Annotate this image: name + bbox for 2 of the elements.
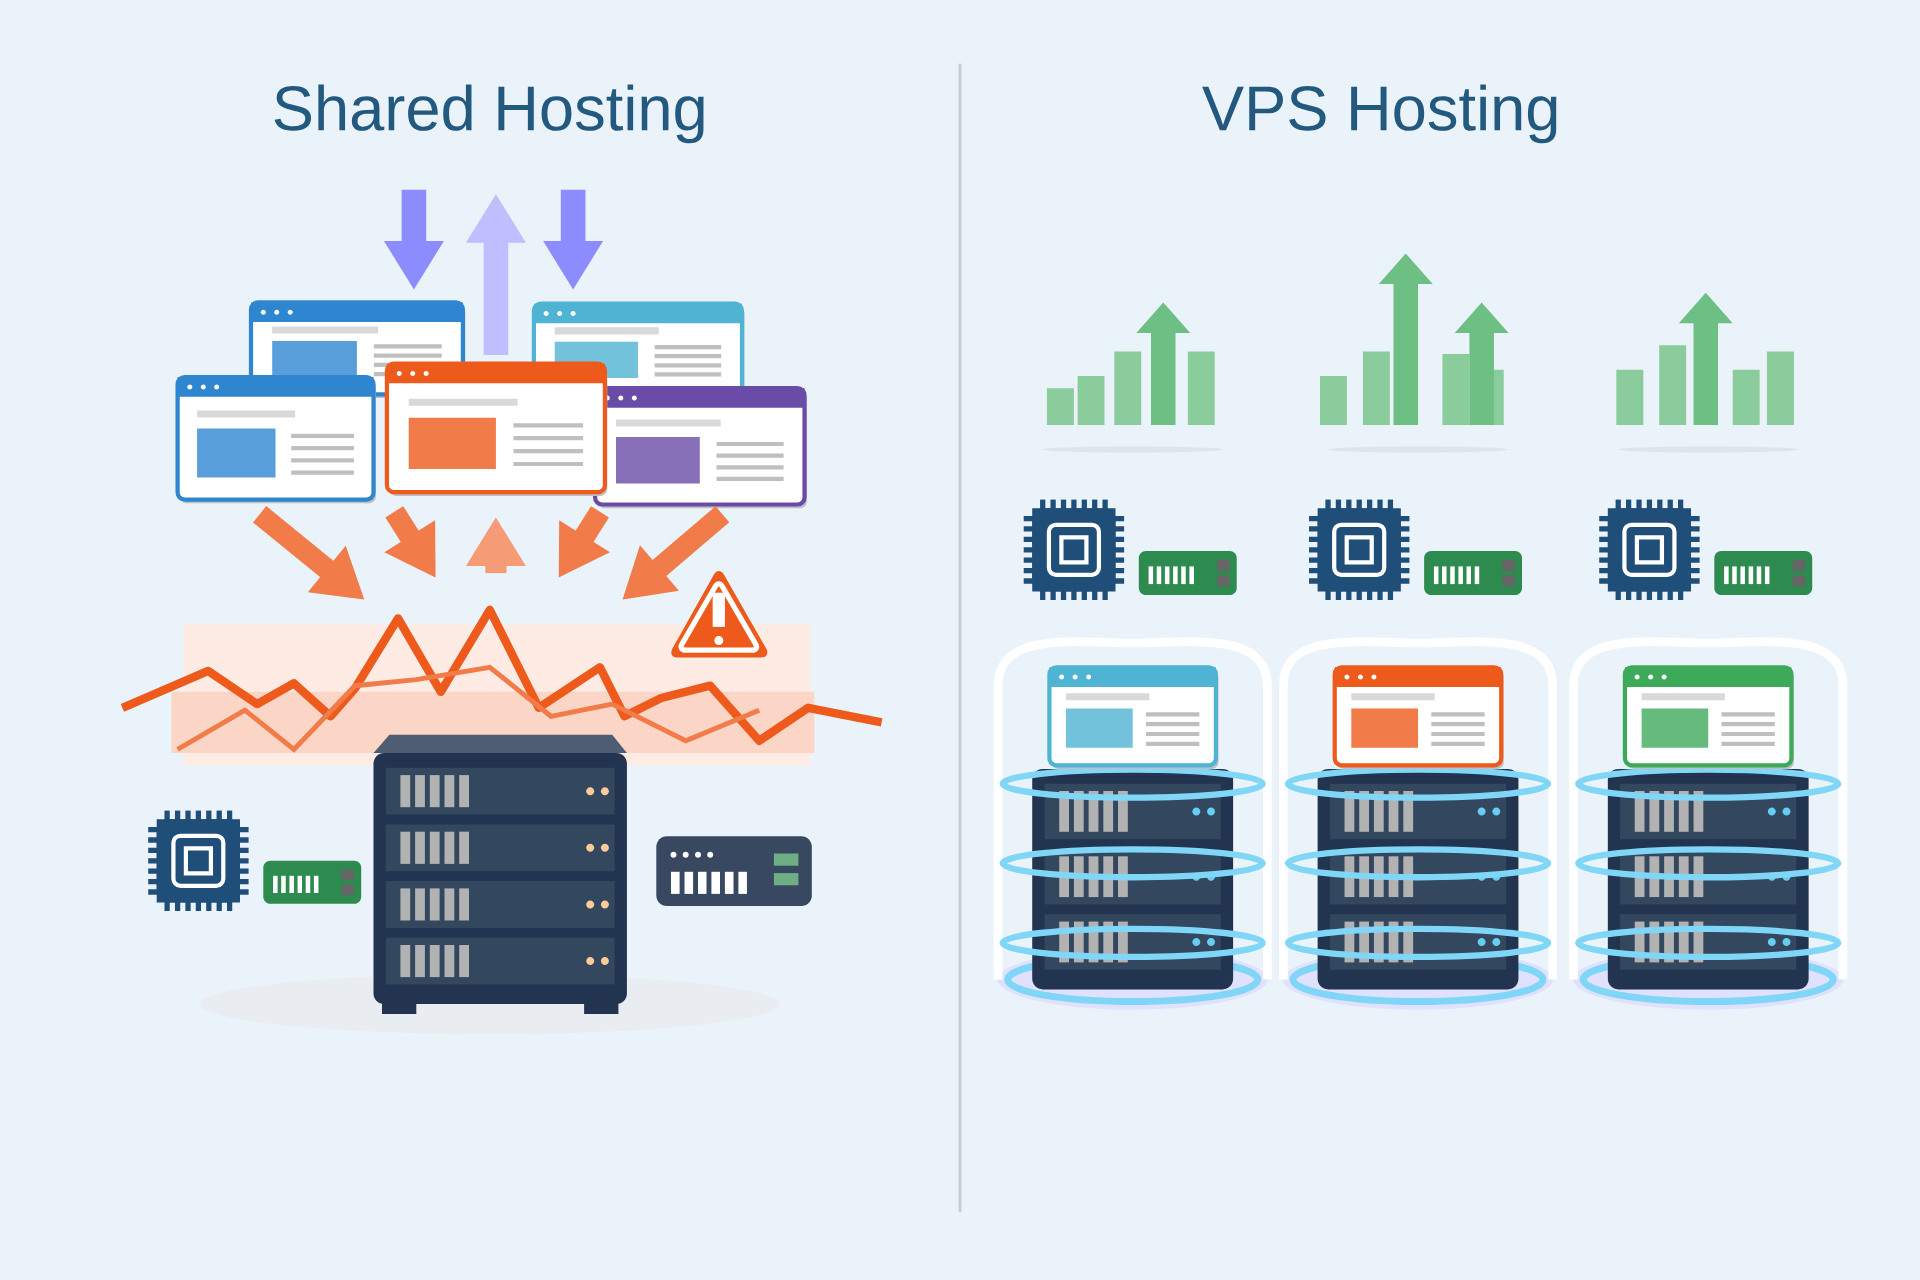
section-title: Shared Hosting: [274, 84, 704, 144]
section-title: VPS Hosting: [1202, 84, 1557, 144]
